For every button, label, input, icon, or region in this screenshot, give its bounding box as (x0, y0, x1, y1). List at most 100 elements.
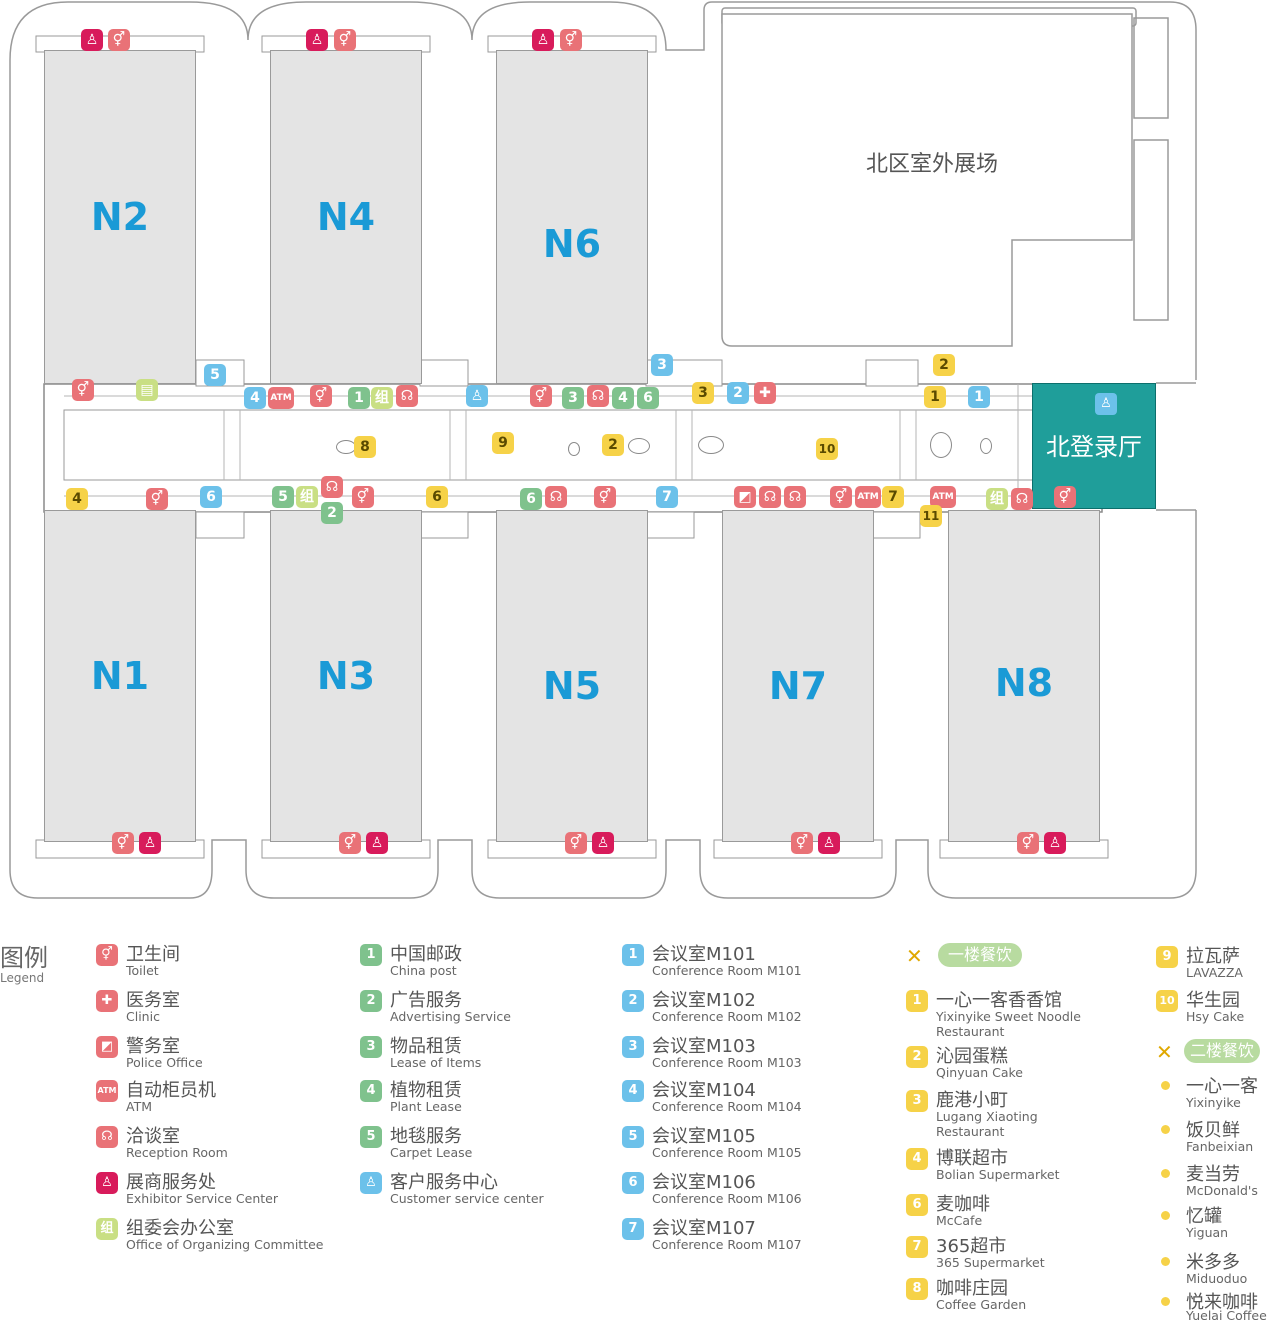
hall-n5[interactable]: N5 (496, 510, 648, 842)
dining-marker[interactable]: 2 (933, 354, 955, 376)
hall-n3[interactable]: N3 (270, 510, 422, 842)
exhibitor-service-icon[interactable]: ♙ (592, 832, 614, 854)
bullet-dot (1161, 1297, 1170, 1306)
legend-label: 悦来咖啡 (1186, 1292, 1258, 1313)
atm-icon[interactable]: ATM (268, 387, 294, 409)
dining-marker[interactable]: 3 (692, 382, 714, 404)
bullet-dot (1161, 1169, 1170, 1178)
legend-label-en: 365 Supermarket (936, 1255, 1045, 1270)
dining-marker[interactable]: 11 (920, 505, 942, 527)
legend-label: 一心一客香香馆 (936, 990, 1062, 1011)
dining-marker[interactable]: 2 (602, 434, 624, 456)
reception-room-icon[interactable]: ☊ (1011, 488, 1033, 510)
toilet-icon[interactable]: ⚥ (310, 385, 332, 407)
service-marker[interactable]: 6 (637, 387, 659, 409)
conference-room-marker[interactable]: 1 (968, 386, 990, 408)
organizing-committee-marker[interactable]: 组 (296, 486, 318, 508)
legend-label: 咖啡庄园 (936, 1278, 1008, 1299)
toilet-icon[interactable]: ⚥ (334, 29, 356, 51)
conference-room-marker[interactable]: 4 (244, 387, 266, 409)
conference-room-marker[interactable]: 6 (200, 486, 222, 508)
hall-n6-label: N6 (542, 221, 602, 266)
exhibitor-service-icon[interactable]: ♙ (139, 832, 161, 854)
toilet-icon[interactable]: ⚥ (530, 385, 552, 407)
conference-room-marker[interactable]: 2 (727, 382, 749, 404)
exhibitor-service-icon[interactable]: ♙ (81, 29, 103, 51)
atm-icon[interactable]: ATM (930, 486, 956, 508)
dining-marker[interactable]: 9 (492, 432, 514, 454)
registration-hall[interactable]: ♙ 北登录厅 (1032, 383, 1156, 509)
dining-marker[interactable]: 1 (924, 386, 946, 408)
hall-n8[interactable]: N8 (948, 510, 1100, 842)
toilet-icon[interactable]: ⚥ (72, 379, 94, 401)
reception-room-icon[interactable]: ☊ (587, 385, 609, 407)
dining-marker[interactable]: 10 (816, 438, 838, 460)
toilet-icon[interactable]: ⚥ (560, 29, 582, 51)
service-badge: 4 (360, 1080, 382, 1102)
service-marker[interactable]: 4 (612, 387, 634, 409)
exhibitor-service-icon[interactable]: ♙ (818, 832, 840, 854)
corridor-object (628, 438, 650, 454)
toilet-icon[interactable]: ⚥ (352, 486, 374, 508)
reception-room-icon[interactable]: ☊ (396, 385, 418, 407)
bullet-dot (1161, 1081, 1170, 1090)
service-marker[interactable]: 2 (321, 502, 343, 524)
hall-n2[interactable]: N2 (44, 50, 196, 384)
conference-room-marker[interactable]: 5 (204, 364, 226, 386)
legend-label: 鹿港小町 (936, 1090, 1008, 1111)
hall-n6[interactable]: N6 (496, 50, 648, 384)
legend-label-en: Lugang Xiaoting (936, 1109, 1038, 1124)
toilet-icon[interactable]: ⚥ (565, 832, 587, 854)
dining-marker[interactable]: 7 (882, 486, 904, 508)
exhibitor-service-icon[interactable]: ♙ (366, 832, 388, 854)
organizing-committee-marker[interactable]: 组 (986, 488, 1008, 510)
legend-title-zh: 图例 (0, 944, 48, 972)
conference-room-marker[interactable]: 3 (651, 354, 673, 376)
exhibitor-service-icon[interactable]: ♙ (532, 29, 554, 51)
cutlery-icon: ✕ (906, 944, 923, 968)
reception-room-icon[interactable]: ☊ (545, 486, 567, 508)
conference-badge: 4 (622, 1080, 644, 1102)
toilet-icon[interactable]: ⚥ (108, 29, 130, 51)
hall-n7[interactable]: N7 (722, 510, 874, 842)
toilet-icon[interactable]: ⚥ (791, 832, 813, 854)
police-office-icon[interactable]: ◩ (734, 486, 756, 508)
legend-label-en: Fanbeixian (1186, 1139, 1254, 1154)
legend-label-en: Yixinyike Sweet Noodle (936, 1009, 1081, 1024)
dining-marker[interactable]: 6 (426, 486, 448, 508)
atm-icon[interactable]: ATM (855, 486, 881, 508)
reception-room-icon[interactable]: ☊ (321, 476, 343, 498)
clinic-icon[interactable]: ✚ (754, 382, 776, 404)
dining-marker[interactable]: 4 (66, 488, 88, 510)
toilet-icon[interactable]: ⚥ (1017, 832, 1039, 854)
dining-badge: 8 (906, 1278, 928, 1300)
toilet-icon[interactable]: ⚥ (339, 832, 361, 854)
reception-room-icon[interactable]: ☊ (759, 486, 781, 508)
floor-map: 北区室外展场 N2 N4 N6 N1 N3 N5 N7 N8 ♙ 北登录厅 ♙ … (9, 1, 1197, 899)
conference-room-marker[interactable]: 7 (656, 486, 678, 508)
reception-room-icon[interactable]: ☊ (784, 486, 806, 508)
toilet-icon[interactable]: ⚥ (594, 486, 616, 508)
exhibitor-service-icon[interactable]: ♙ (1044, 832, 1066, 854)
organizing-committee-marker[interactable]: 组 (371, 387, 393, 409)
dining-marker[interactable]: 8 (354, 436, 376, 458)
police-office-icon[interactable]: ▤ (136, 379, 158, 401)
service-marker[interactable]: 3 (562, 387, 584, 409)
service-marker[interactable]: 1 (348, 387, 370, 409)
service-marker[interactable]: 6 (520, 488, 542, 510)
service-marker[interactable]: 5 (272, 486, 294, 508)
conference-badge: 3 (622, 1036, 644, 1058)
toilet-icon[interactable]: ⚥ (830, 486, 852, 508)
hall-n1[interactable]: N1 (44, 510, 196, 842)
toilet-icon[interactable]: ⚥ (112, 832, 134, 854)
toilet-icon[interactable]: ⚥ (1054, 486, 1076, 508)
legend-label: 会议室M105 (652, 1126, 756, 1147)
registration-hall-label: 北登录厅 (1046, 433, 1142, 461)
toilet-icon[interactable]: ⚥ (146, 488, 168, 510)
legend-label-en: Carpet Lease (390, 1145, 473, 1160)
dining-badge: 4 (906, 1148, 928, 1170)
corridor-object (930, 432, 952, 458)
customer-service-icon[interactable]: ♙ (466, 385, 488, 407)
exhibitor-service-icon[interactable]: ♙ (306, 29, 328, 51)
hall-n4[interactable]: N4 (270, 50, 422, 384)
